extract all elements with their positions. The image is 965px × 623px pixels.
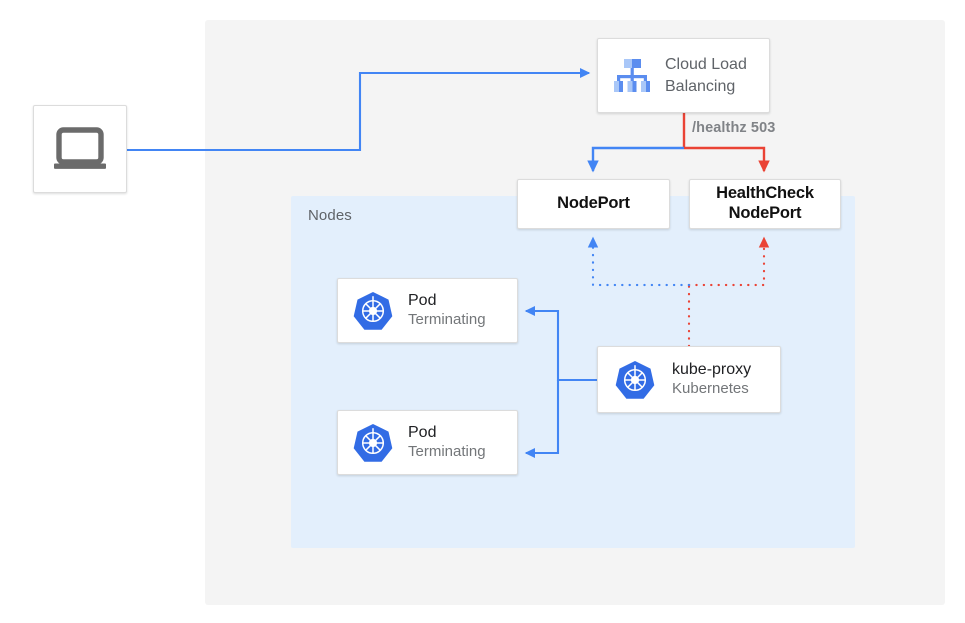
healthz-status-label: /healthz 503	[692, 120, 776, 136]
pod-2-title: Pod	[408, 424, 437, 442]
cloud-load-balancing-line1: Cloud Load	[665, 56, 747, 74]
pod-node-1[interactable]: Pod Terminating	[337, 278, 518, 343]
nodeport-node[interactable]: NodePort	[517, 179, 670, 229]
client-node[interactable]	[33, 105, 127, 193]
cloud-load-balancing-text: Cloud Load Balancing	[665, 54, 747, 96]
kubernetes-icon	[353, 291, 393, 330]
healthcheck-nodeport-line1: HealthCheck	[716, 184, 814, 203]
pod-1-title: Pod	[408, 292, 437, 310]
healthcheck-nodeport-label: HealthCheck NodePort	[716, 184, 814, 224]
kubernetes-icon	[353, 423, 393, 462]
cloud-load-balancing-line2: Balancing	[665, 77, 736, 95]
healthcheck-nodeport-line2: NodePort	[728, 204, 802, 222]
pod-1-status: Terminating	[408, 311, 486, 329]
pod-1-text: Pod Terminating	[408, 291, 486, 330]
cloud-load-balancing-node[interactable]: Cloud Load Balancing	[597, 38, 770, 113]
healthcheck-nodeport-node[interactable]: HealthCheck NodePort	[689, 179, 841, 229]
pod-2-text: Pod Terminating	[408, 423, 486, 462]
cloud-load-balancing-icon	[614, 58, 650, 92]
nodeport-label: NodePort	[557, 194, 630, 213]
pod-node-2[interactable]: Pod Terminating	[337, 410, 518, 475]
pod-2-status: Terminating	[408, 443, 486, 461]
nodes-group-label: Nodes	[308, 207, 352, 224]
kubernetes-icon	[615, 360, 655, 399]
kube-proxy-text: kube-proxy Kubernetes	[672, 360, 751, 399]
laptop-icon	[54, 127, 106, 169]
kube-proxy-title: kube-proxy	[672, 361, 752, 379]
kube-proxy-node[interactable]: kube-proxy Kubernetes	[597, 346, 781, 413]
kube-proxy-subtitle: Kubernetes	[672, 380, 749, 398]
